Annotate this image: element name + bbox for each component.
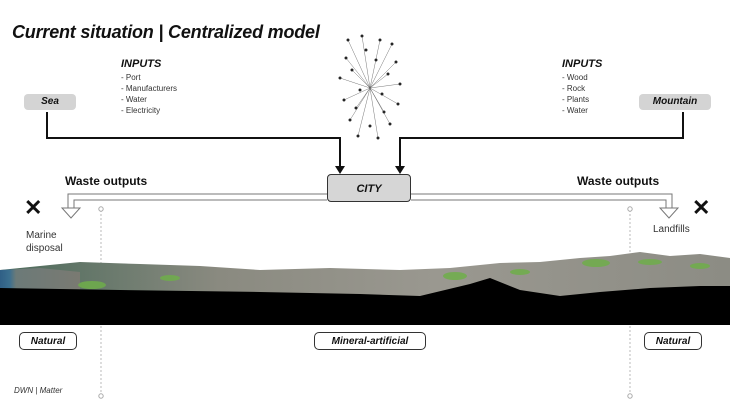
page-title: Current situation | Centralized model [12, 22, 320, 42]
arrow-head-right-icon [395, 166, 405, 174]
list-item: - Manufacturers [121, 84, 178, 93]
marine-disposal-label: Marine disposal [26, 229, 63, 255]
left-inputs-heading: INPUTS [121, 58, 162, 70]
waste-outputs-left: Waste outputs [65, 174, 148, 188]
source-sea: Sea [24, 94, 76, 110]
list-item: - Rock [562, 84, 586, 93]
list-item: - Wood [562, 73, 588, 82]
waste-arrow-head-right-icon [658, 207, 680, 219]
marine-disposal-line2: disposal [26, 243, 63, 254]
guide-end-left-icon [98, 393, 104, 399]
close-icon: ✕ [692, 195, 711, 220]
guide-marker-right-icon [627, 206, 633, 212]
close-icon: ✕ [24, 195, 43, 220]
city-node: CITY [327, 174, 411, 202]
left-inputs: INPUTS - Port - Manufacturers - Water - … [121, 58, 177, 116]
zone-natural-right: Natural [644, 332, 702, 350]
right-inputs-heading: INPUTS [562, 58, 603, 70]
zone-natural-left: Natural [19, 332, 77, 350]
right-inputs: INPUTS - Wood - Rock - Plants - Water [562, 58, 602, 116]
terrain-section [0, 252, 730, 325]
left-inputs-list: - Port - Manufacturers - Water - Electri… [121, 72, 177, 116]
list-item: - Plants [562, 95, 590, 104]
waste-arrow-head-left-icon [60, 207, 82, 219]
input-arrows [46, 112, 684, 168]
guide-marker-left-icon [98, 206, 104, 212]
credit-text: DWN | Matter [14, 386, 63, 395]
arrow-head-left-icon [335, 166, 345, 174]
source-mountain: Mountain [639, 94, 711, 110]
list-item: - Water [562, 106, 588, 115]
network-cluster-icon [338, 34, 402, 140]
landfills-label: Landfills [653, 224, 690, 235]
waste-arrows [67, 193, 673, 208]
zone-mineral-artificial: Mineral-artificial [314, 332, 426, 350]
guide-end-right-icon [627, 393, 633, 399]
waste-outputs-right: Waste outputs [577, 174, 660, 188]
list-item: - Electricity [121, 106, 161, 115]
right-inputs-list: - Wood - Rock - Plants - Water [562, 72, 602, 116]
list-item: - Port [121, 73, 141, 82]
list-item: - Water [121, 95, 147, 104]
marine-disposal-line1: Marine [26, 230, 57, 241]
